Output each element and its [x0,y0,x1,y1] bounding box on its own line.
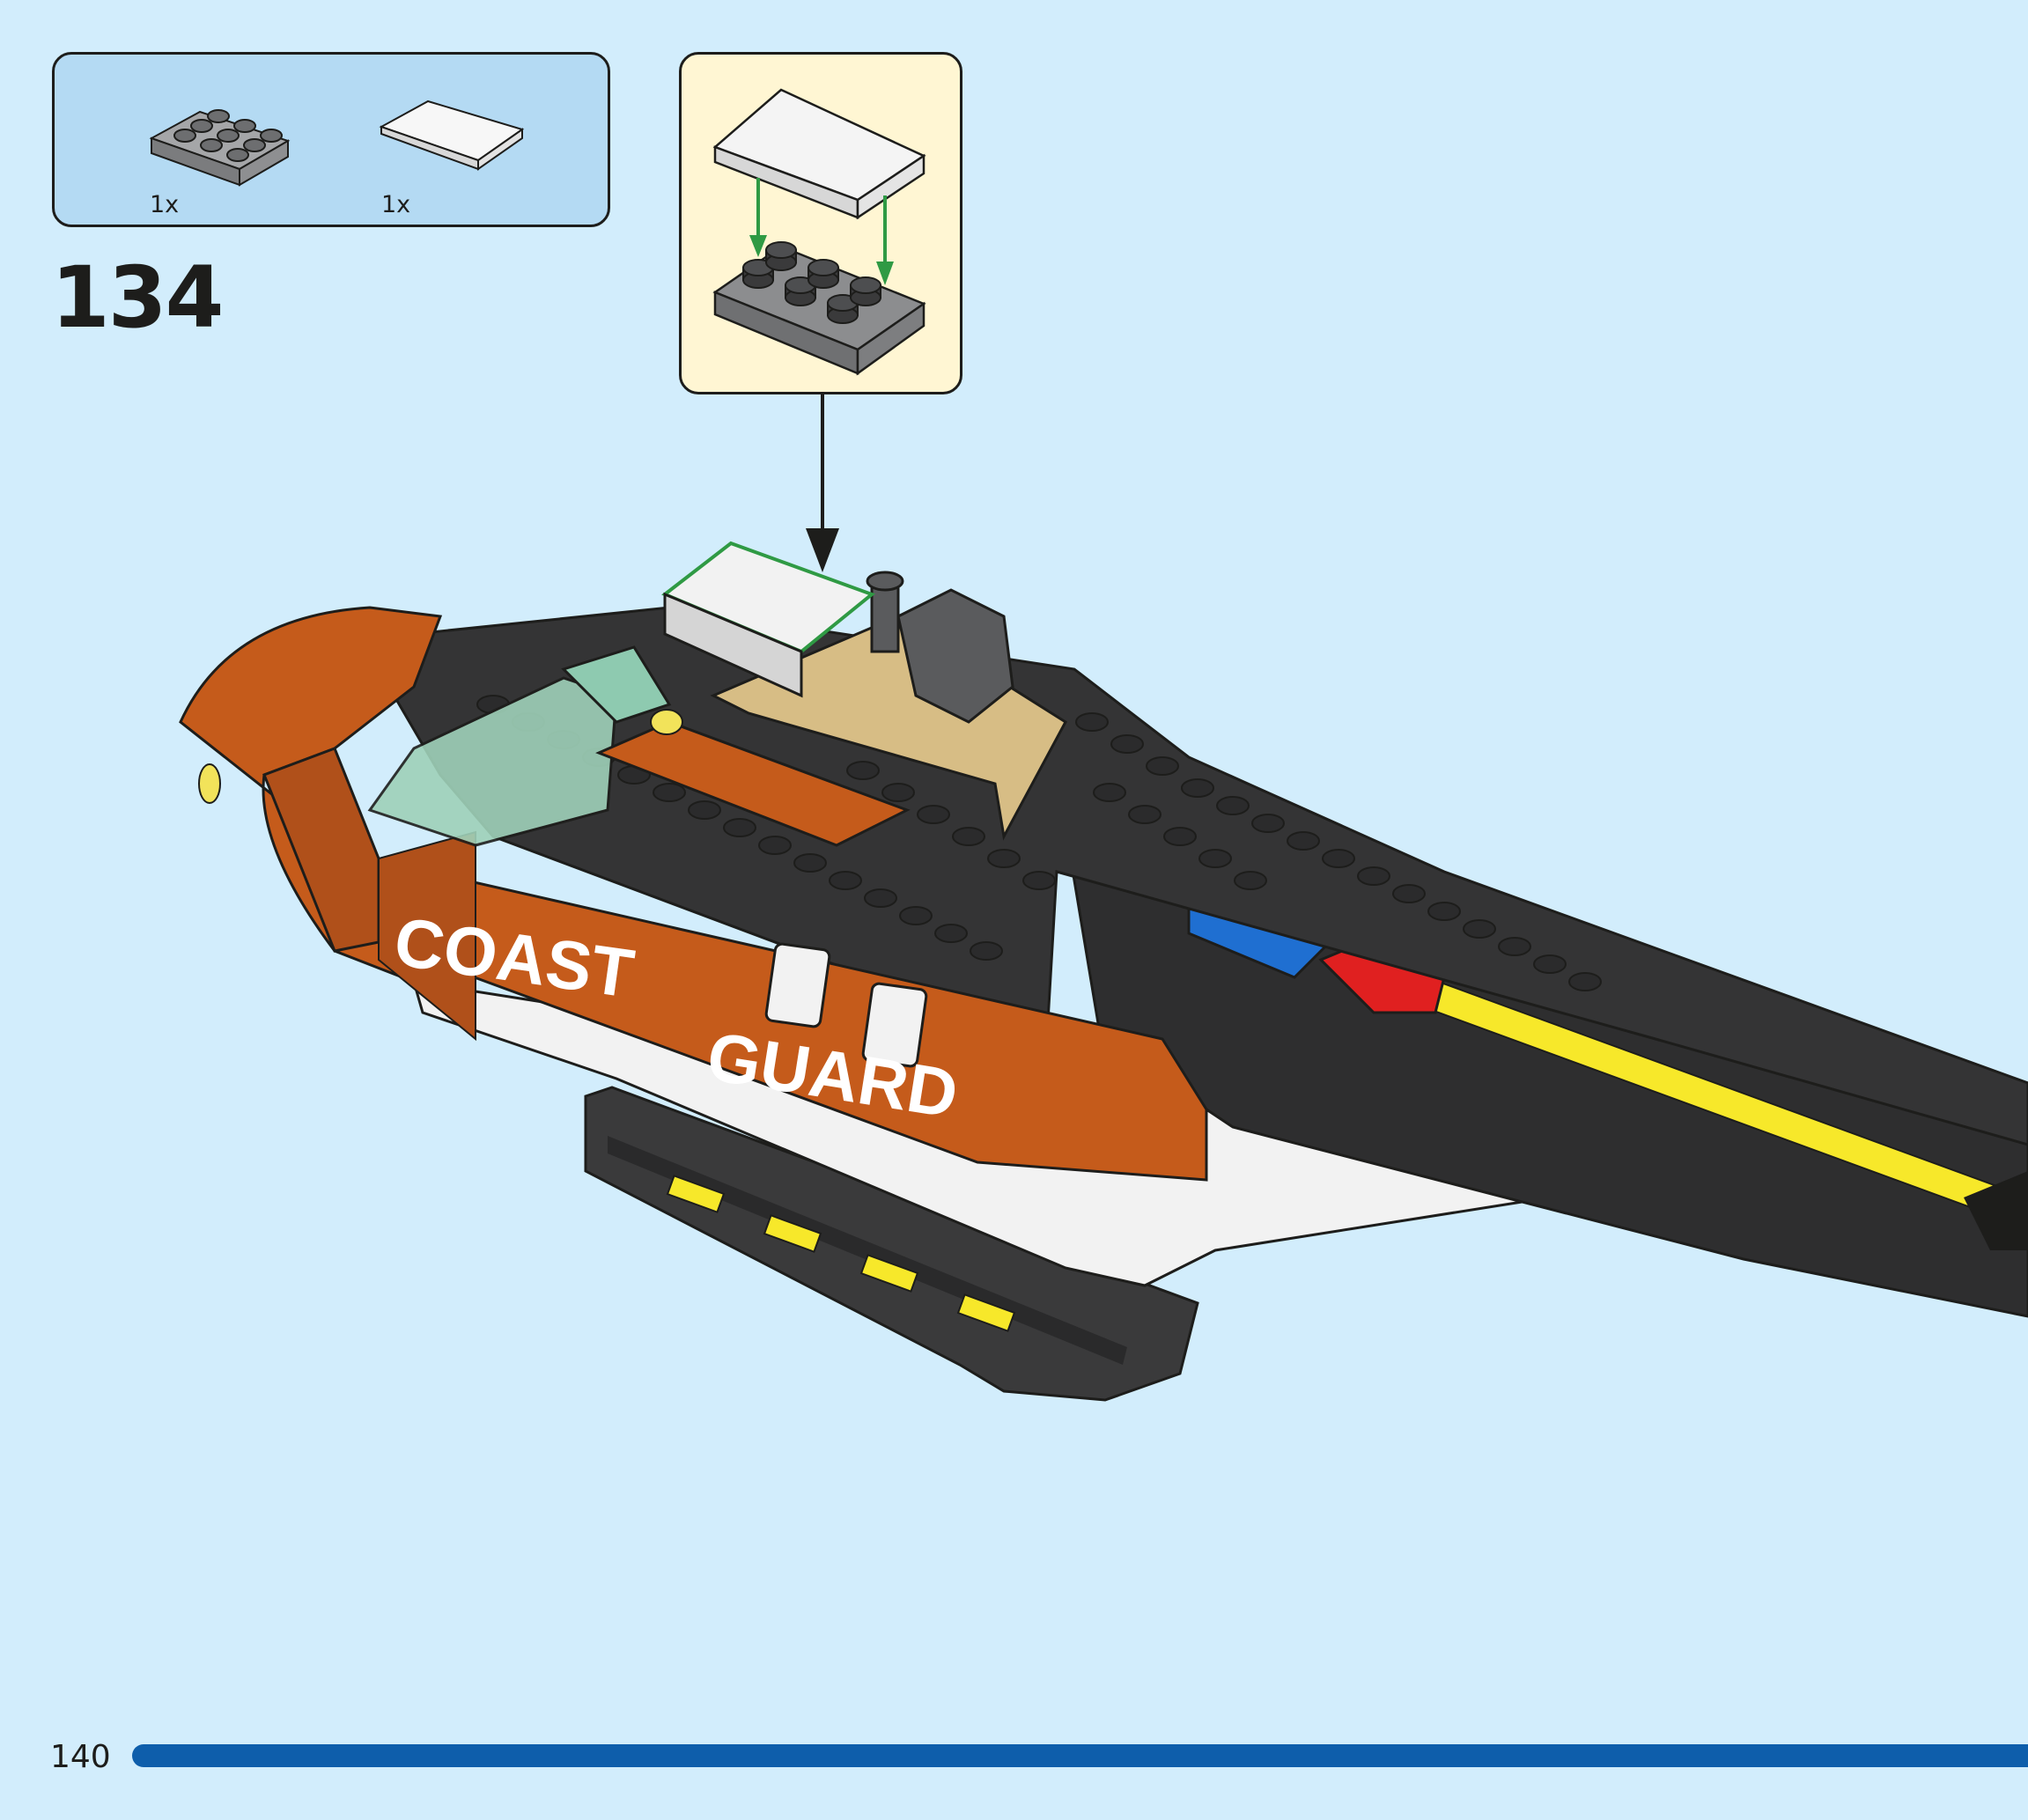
progress-bar [132,1744,2028,1767]
page-number: 140 [50,1739,111,1775]
